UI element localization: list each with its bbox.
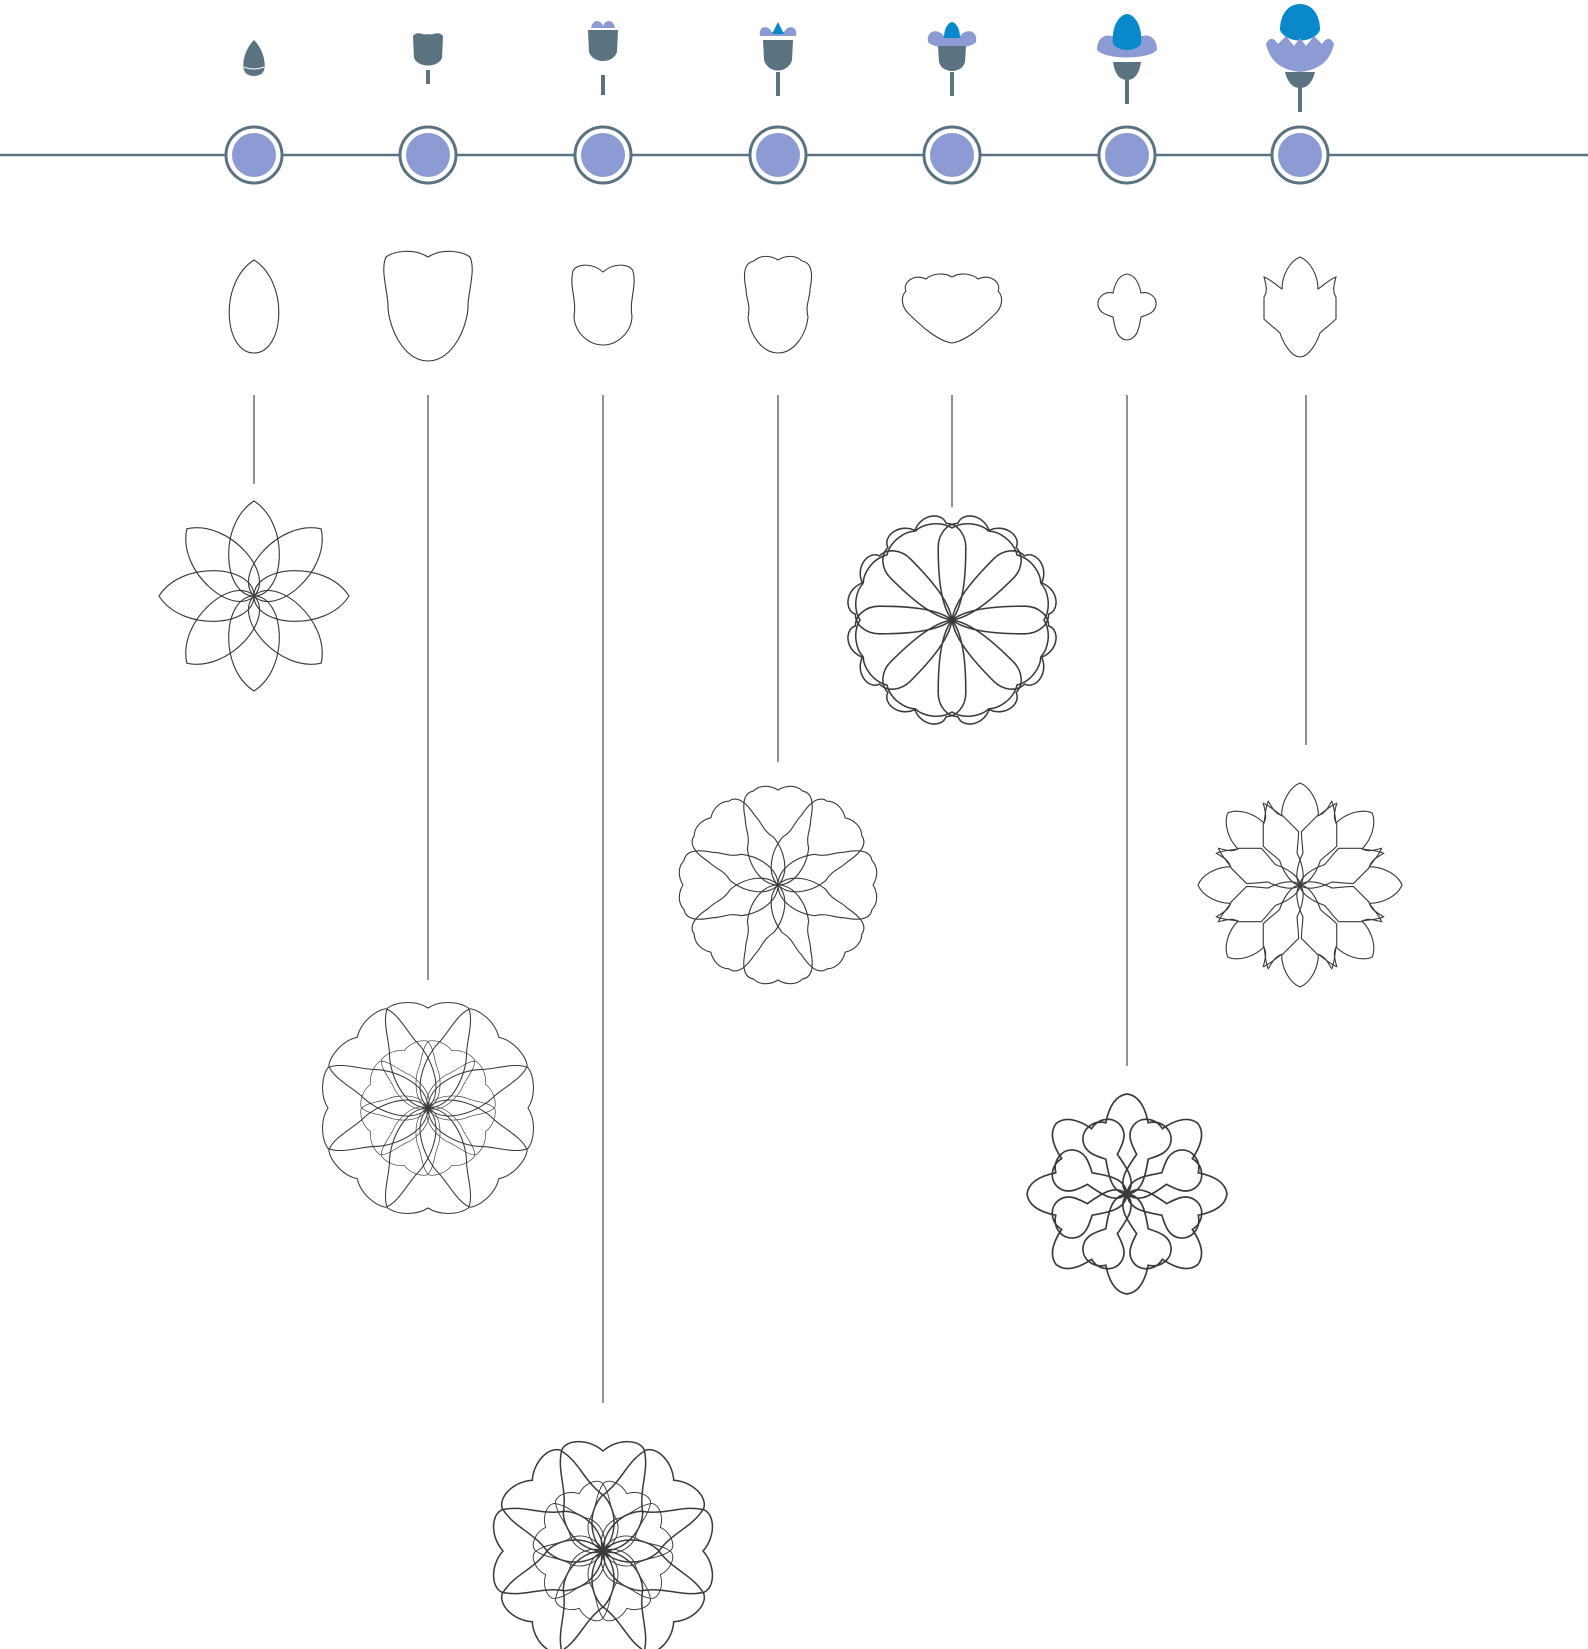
timeline-node-3-fill — [581, 133, 625, 177]
bud-3-icon — [588, 21, 618, 95]
rosette-5-petal — [952, 551, 1048, 689]
rosette-2-petal — [323, 1078, 458, 1213]
rosette-6 — [1025, 1092, 1229, 1296]
rosette-6-petal — [1127, 1150, 1227, 1238]
rosette-3-petal — [603, 1508, 712, 1593]
rosette-6-petal — [1096, 1092, 1229, 1225]
bud-6-icon — [1097, 14, 1157, 104]
rosette-6-petal — [1027, 1150, 1127, 1238]
rosette-2-petal — [398, 1078, 533, 1213]
rosette-5-petal — [856, 551, 952, 689]
rosette-2-petal — [398, 1003, 533, 1138]
petal-outline-1 — [229, 260, 279, 353]
rosette-2 — [323, 1003, 534, 1214]
timeline-node-4-fill — [756, 133, 800, 177]
rosette-5-petal — [883, 620, 1021, 716]
petal-outline-5 — [902, 274, 1001, 343]
rosette-3-petal — [560, 1442, 645, 1551]
rosette-row — [159, 501, 1402, 1649]
bud-4-icon — [760, 22, 797, 96]
rosette-5-petal — [903, 571, 1069, 737]
timeline-node-1-fill — [232, 133, 276, 177]
rosette-4-petal — [754, 861, 872, 979]
rosette-5 — [835, 503, 1069, 737]
timeline-node-2-fill — [406, 133, 450, 177]
timeline-node-5-fill — [930, 133, 974, 177]
rosette-3-petal — [495, 1443, 633, 1581]
rosette-7-petal — [1263, 885, 1336, 987]
petal-outline-3 — [572, 265, 634, 345]
rosette-2-petal — [323, 1003, 458, 1138]
rosette-6-petal — [1025, 1163, 1158, 1296]
timeline-node-6-fill — [1105, 133, 1149, 177]
rosette-3-petal — [494, 1508, 603, 1593]
rosette-7-petal — [1263, 783, 1336, 885]
petal-outline-7 — [1264, 257, 1336, 357]
rosette-7-petal — [1300, 848, 1402, 921]
petal-outline-6 — [1098, 274, 1156, 340]
rosette-4-petal — [744, 786, 812, 885]
rosette-7 — [1198, 783, 1402, 987]
rosette-3-petal — [560, 1551, 645, 1649]
bud-7-icon — [1266, 4, 1334, 112]
rosette-5-petal — [835, 571, 1001, 737]
bud-row — [243, 4, 1334, 112]
petal-outline-2 — [384, 251, 472, 361]
bud-5-icon — [928, 22, 976, 96]
rosette-5-petal — [883, 524, 1021, 620]
timeline-node-7-fill — [1278, 133, 1322, 177]
rosette-4-petal — [778, 851, 877, 919]
rosette-4-petal — [754, 791, 872, 909]
rosette-1-petal — [254, 571, 349, 622]
rosette-6-petal — [1083, 1194, 1171, 1294]
rosette-4-petal — [684, 791, 802, 909]
rosette-4-petal — [679, 851, 778, 919]
rosette-1-petal — [229, 596, 280, 691]
rosette-3 — [494, 1442, 713, 1649]
rosette-5-petal — [903, 503, 1069, 669]
rosette-1 — [159, 501, 349, 691]
rosette-4-petal — [744, 885, 812, 984]
petal-shape-row — [229, 251, 1336, 361]
rosette-1-petal — [229, 501, 280, 596]
rosette-5-petal — [835, 503, 1001, 669]
rosette-6-petal — [1096, 1163, 1229, 1296]
rosette-4 — [679, 786, 876, 983]
bud-2-icon — [413, 33, 443, 84]
petal-outline-4 — [744, 256, 811, 353]
rosette-6-petal — [1025, 1092, 1158, 1225]
rosette-3-petal — [573, 1443, 711, 1581]
connector-lines — [254, 395, 1306, 1403]
rosette-4-petal — [684, 861, 802, 979]
rosette-1-petal — [159, 571, 254, 622]
rosette-6-petal — [1083, 1094, 1171, 1194]
bud-1-icon — [243, 40, 264, 76]
rosette-7-petal — [1198, 848, 1300, 921]
